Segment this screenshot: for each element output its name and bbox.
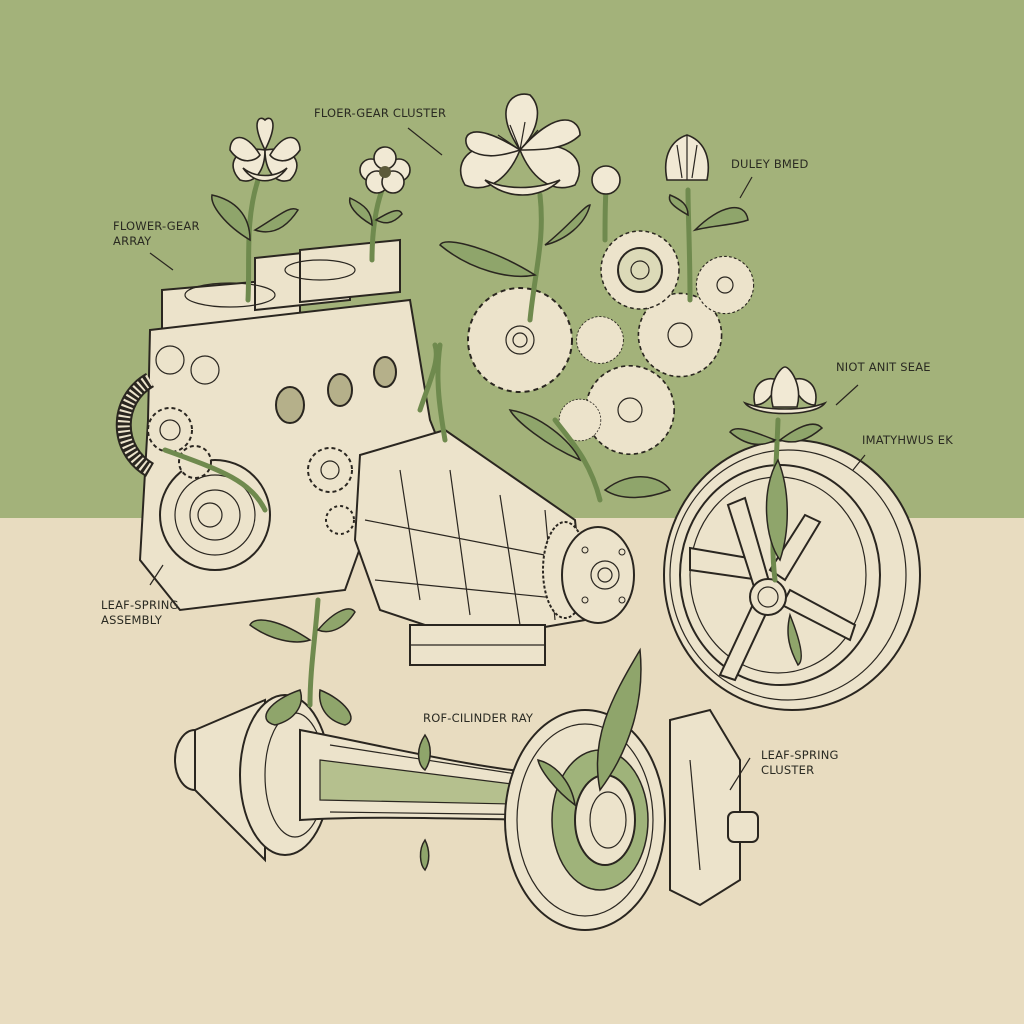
wheel	[663, 366, 921, 711]
label-leaf-spring-cluster: LEAF-SPRING CLUSTER	[761, 748, 839, 777]
gear-cluster	[467, 230, 755, 456]
label-duley-bmed: DULEY BMED	[731, 157, 809, 171]
transmission	[353, 342, 635, 666]
label-rof-cilinder-ray: ROF-CILINDER RAY	[423, 711, 534, 725]
label-leaf-spring-assembly: LEAF-SPRING ASSEMBLY	[101, 598, 179, 627]
label-imatyhwus-ek: IMATYHWUS EK	[862, 433, 953, 447]
lotus-flower	[742, 366, 828, 415]
leader-lines	[149, 127, 866, 791]
engine-flowers	[211, 117, 411, 303]
label-niot-anit-seae: NIOT ANIT SEAE	[836, 360, 931, 374]
engine-block	[115, 238, 452, 612]
gear-flowers	[439, 93, 749, 503]
label-floer-gear-cluster: FLOER-GEAR CLUSTER	[314, 106, 447, 120]
large-flower	[459, 93, 581, 196]
axle	[174, 597, 759, 931]
label-flower-gear-array: FLOWER-GEAR ARRAY	[113, 219, 200, 248]
